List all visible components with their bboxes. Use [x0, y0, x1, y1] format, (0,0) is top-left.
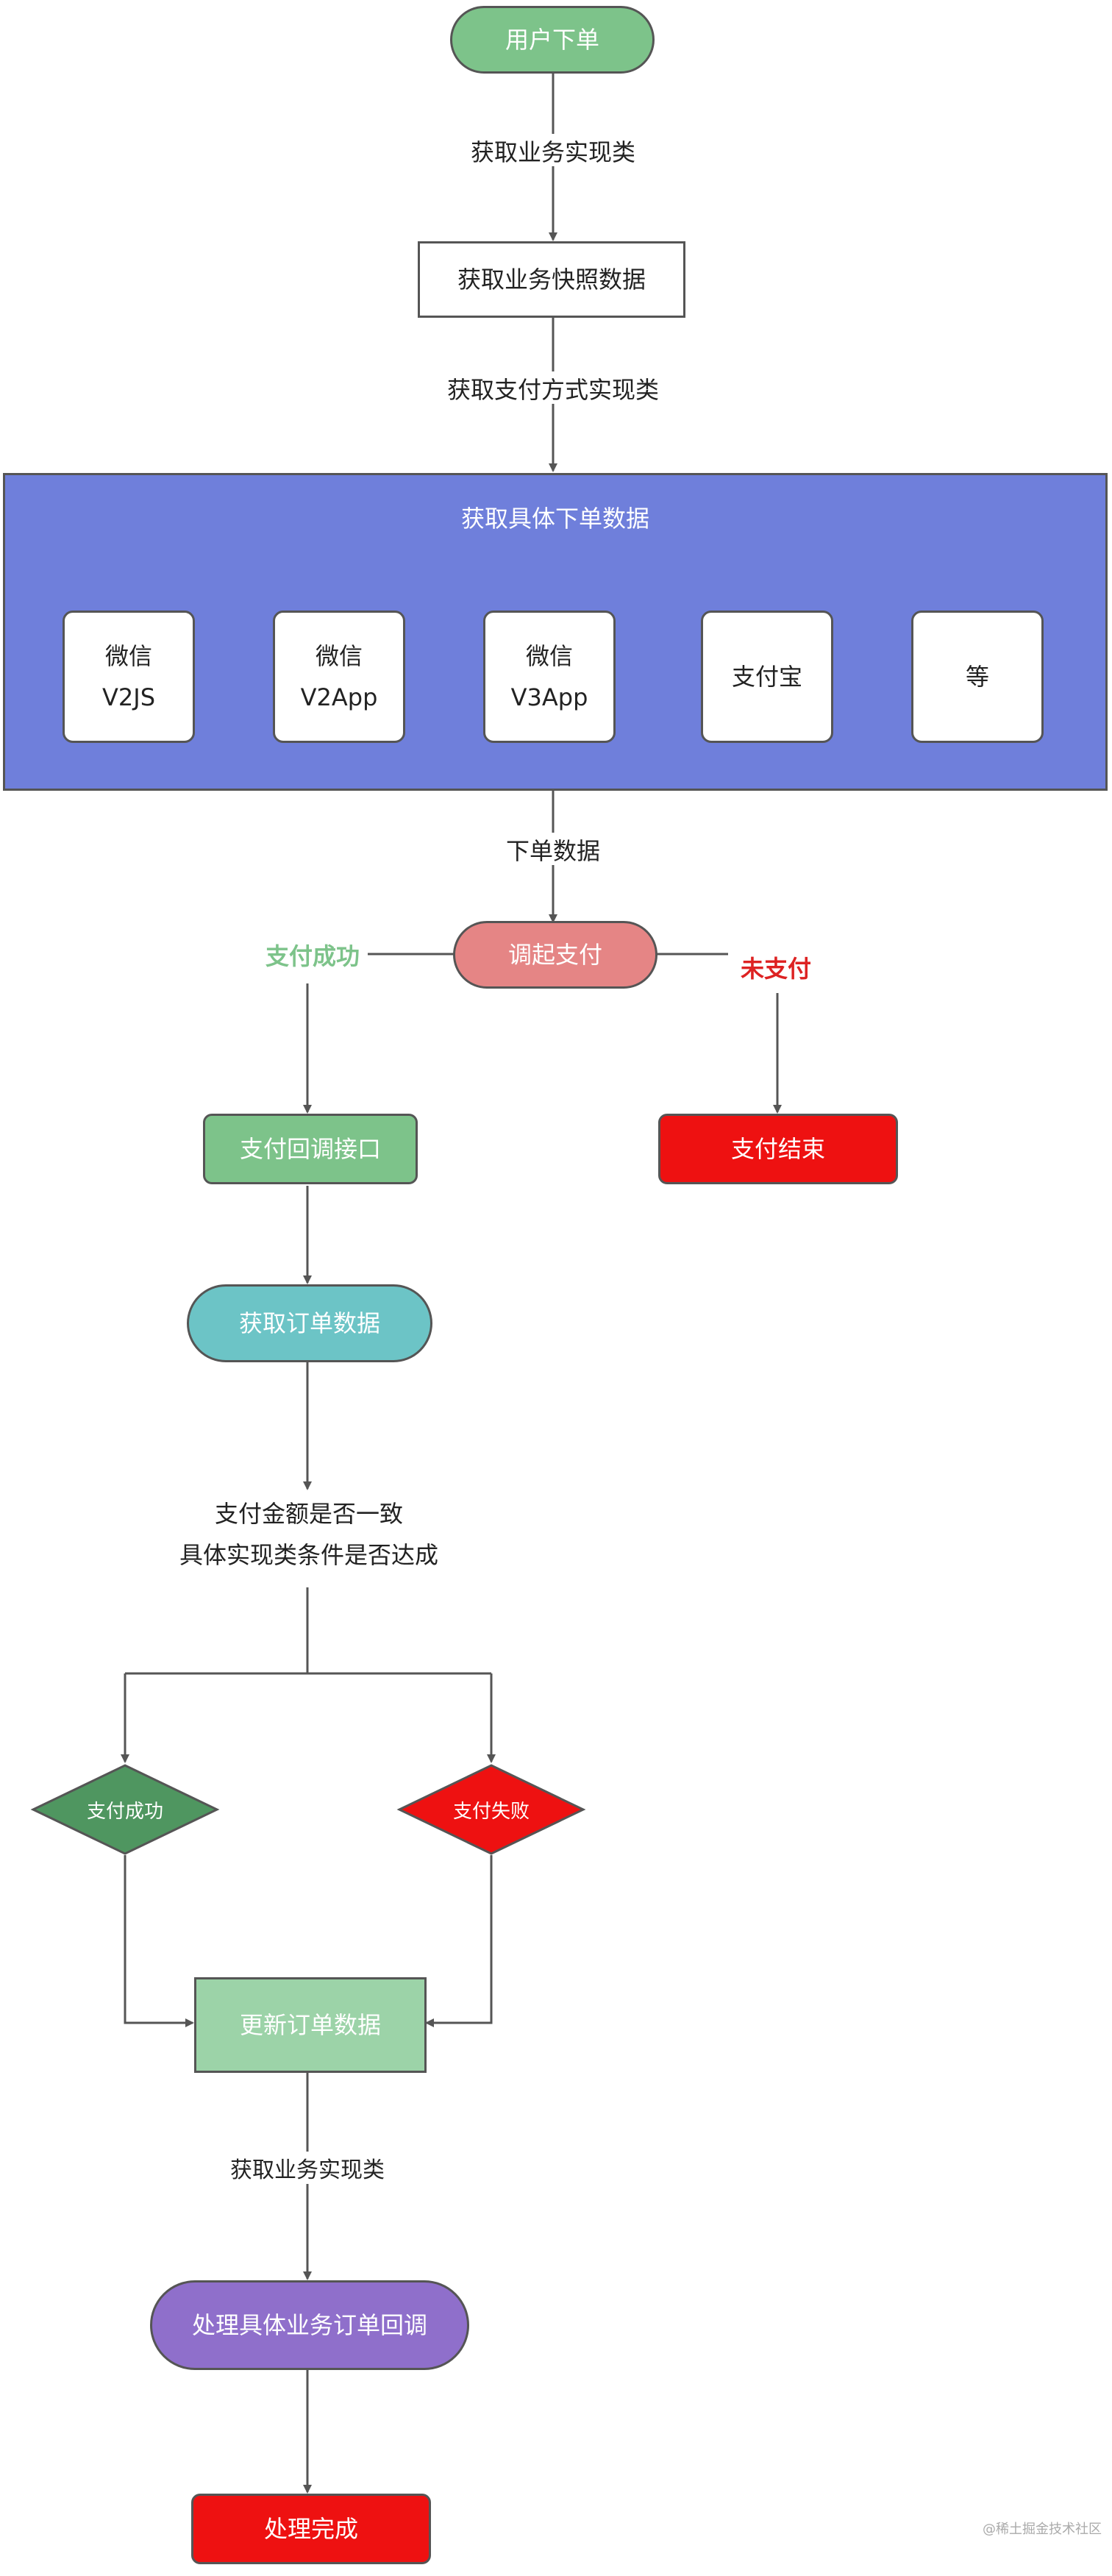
card-alipay: 支付宝: [701, 611, 833, 743]
card-line1: 等: [965, 663, 989, 691]
pay-end-node: 支付结束: [658, 1114, 898, 1184]
edge-label-not-paid: 未支付: [728, 950, 824, 983]
diamond-success-label: 支付成功: [86, 1800, 163, 1823]
diamond-fail-label: 支付失败: [452, 1800, 530, 1823]
done-node: 处理完成: [191, 2494, 431, 2564]
edge-label-get-pay-impl: 获取支付方式实现类: [428, 371, 678, 404]
order-data-container: 获取具体下单数据 微信 V2JS 微信 V2App 微信 V3App 支付宝 等: [3, 473, 1108, 791]
handle-callback-node: 处理具体业务订单回调: [150, 2280, 469, 2370]
edge-label-get-impl-2: 获取业务实现类: [219, 2152, 396, 2184]
check-line1: 支付金额是否一致: [214, 1500, 403, 1528]
start-node: 用户下单: [450, 6, 655, 74]
card-line1: 微信: [315, 642, 363, 670]
edge-label-pay-success: 支付成功: [257, 938, 368, 970]
check-line2: 具体实现类条件是否达成: [179, 1541, 438, 1569]
card-line1: 微信: [525, 642, 573, 670]
card-line1: 微信: [104, 642, 152, 670]
card-line2: V2App: [300, 683, 378, 711]
edge-label-get-impl: 获取业务实现类: [450, 134, 656, 166]
snapshot-node: 获取业务快照数据: [418, 241, 685, 318]
card-wechat-v2js: 微信 V2JS: [63, 611, 195, 743]
diamond-success-shape: [30, 1764, 220, 1855]
arrow-success-to-update: [124, 1855, 194, 2027]
watermark: @稀土掘金技术社区: [983, 2522, 1102, 2537]
arrow-fail-to-update: [425, 1855, 493, 2027]
card-line2: V3App: [510, 683, 588, 711]
invoke-pay-node: 调起支付: [453, 921, 657, 989]
card-wechat-v2app: 微信 V2App: [273, 611, 405, 743]
check-condition-text: 支付金额是否一致 具体实现类条件是否达成: [147, 1493, 471, 1576]
container-title: 获取具体下单数据: [460, 505, 649, 533]
card-etc: 等: [911, 611, 1044, 743]
diamond-fail-shape: [396, 1764, 586, 1855]
card-wechat-v3app: 微信 V3App: [483, 611, 616, 743]
card-line1: 支付宝: [731, 663, 802, 691]
update-order-node: 更新订单数据: [194, 1977, 427, 2073]
callback-node: 支付回调接口: [203, 1114, 418, 1184]
edge-label-order-data: 下单数据: [485, 833, 621, 865]
card-line2: V2JS: [102, 683, 155, 711]
get-order-node: 获取订单数据: [187, 1284, 432, 1362]
